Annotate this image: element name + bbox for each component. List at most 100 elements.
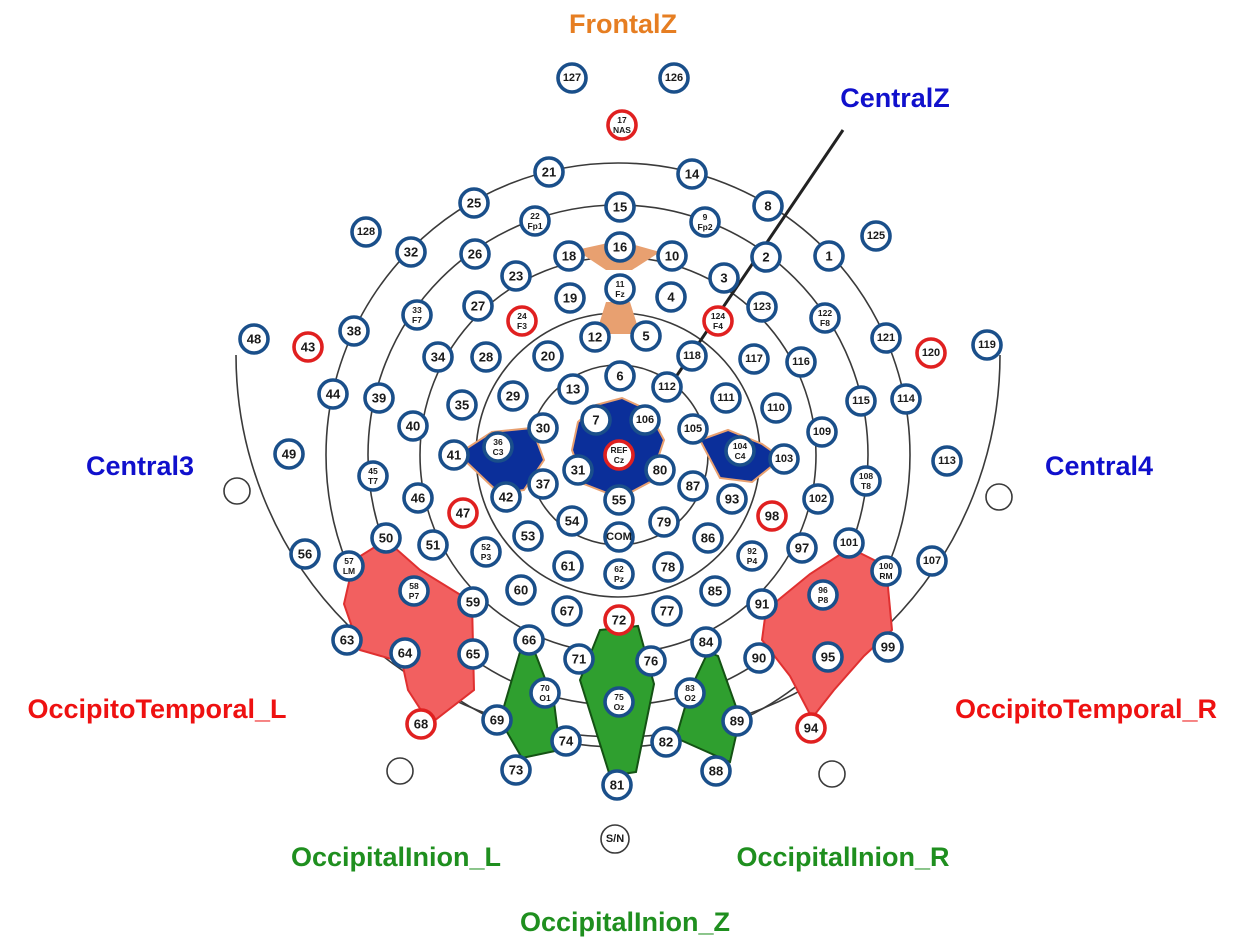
- electrode-118: 118: [676, 340, 708, 372]
- electrode-circle: [809, 302, 841, 334]
- electrode-110: 110: [760, 392, 792, 424]
- electrode-circle: [500, 754, 532, 786]
- electrode-site-label: Fz: [615, 289, 624, 299]
- electrode-number: 68: [414, 717, 428, 732]
- electrode-number: 99: [881, 640, 895, 655]
- electrode-circle: [890, 383, 922, 415]
- electrode-95: 95: [812, 641, 844, 673]
- electrode-35: 35: [446, 389, 478, 421]
- electrode-circle: [527, 468, 559, 500]
- electrode-number: 72: [612, 613, 626, 628]
- electrode-number: 53: [521, 529, 535, 544]
- electrode-site-label: Cz: [614, 455, 624, 465]
- electrode-circle: [357, 460, 389, 492]
- electrode-circle: [438, 439, 470, 471]
- electrode-98: 98: [756, 500, 788, 532]
- electrode-12: 12: [579, 321, 611, 353]
- electrode-circle: [506, 305, 538, 337]
- electrode-number: 109: [813, 426, 831, 438]
- electrode-number: 104: [733, 441, 747, 451]
- electrode-circle: [689, 206, 721, 238]
- electrode-number: 120: [922, 347, 940, 359]
- electrode-number: 8: [764, 199, 771, 214]
- electrode-circle: [459, 238, 491, 270]
- electrode-site-label: Oz: [614, 702, 625, 712]
- electrode-circle: [350, 216, 382, 248]
- electrode-circle: [338, 315, 370, 347]
- electrode-circle: [870, 322, 902, 354]
- outline-marker-left: [223, 477, 251, 505]
- electrode-number: 27: [471, 299, 485, 314]
- electrode-circle: [656, 240, 688, 272]
- electrode-number: 59: [466, 595, 480, 610]
- electrode-number: 45: [368, 466, 378, 476]
- label-occipitotemporal-r: OccipitoTemporal_R: [955, 694, 1217, 724]
- electrode-circle: [532, 340, 564, 372]
- electrode-13: 13: [557, 373, 589, 405]
- electrode-circle: [971, 329, 1003, 361]
- electrode-67: 67: [551, 595, 583, 627]
- electrode-circle: [553, 240, 585, 272]
- electrode-circle: [635, 645, 667, 677]
- electrode-76: 76: [635, 645, 667, 677]
- electrode-site-label: P3: [481, 552, 492, 562]
- electrode-number: 98: [765, 509, 779, 524]
- electrode-circle: [370, 522, 402, 554]
- electrode-number: 48: [247, 332, 261, 347]
- electrode-circle: [724, 435, 756, 467]
- electrode-circle: [648, 506, 680, 538]
- electrode-94: 94: [795, 712, 827, 744]
- electrode-circle: [702, 305, 734, 337]
- electrode-site-label: Pz: [614, 574, 624, 584]
- electrode-number: 1: [825, 249, 832, 264]
- electrode-circle: [603, 484, 635, 516]
- electrode-circle: [563, 643, 595, 675]
- electrode-number: 9: [703, 212, 708, 222]
- electrode-115: 115: [845, 385, 877, 417]
- electrode-circle: [802, 483, 834, 515]
- electrode-site-label: O2: [684, 693, 696, 703]
- electrode-10: 10: [656, 240, 688, 272]
- electrode-site-label: LM: [343, 566, 355, 576]
- electrode-number: 65: [466, 647, 480, 662]
- electrode-number: 46: [411, 491, 425, 506]
- electrode-circle: [551, 595, 583, 627]
- electrode-circle: [806, 416, 838, 448]
- electrode-circle: [768, 443, 800, 475]
- electrode-circle: [470, 536, 502, 568]
- electrode-number: 33: [412, 305, 422, 315]
- electrode-37: 37: [527, 468, 559, 500]
- electrode-7: 7: [580, 404, 612, 436]
- electrode-circle: [292, 331, 324, 363]
- electrode-86: 86: [692, 522, 724, 554]
- electrode-circle: [915, 337, 947, 369]
- electrode-number: 114: [897, 393, 916, 405]
- electrode-circle: [604, 231, 636, 263]
- electrode-number: 25: [467, 196, 481, 211]
- electrode-90: 90: [743, 642, 775, 674]
- electrode-31: 31: [562, 454, 594, 486]
- electrode-circle: [238, 323, 270, 355]
- electrode-circle: [398, 575, 430, 607]
- electrode-23: 23: [500, 260, 532, 292]
- electrode-circle: [417, 529, 449, 561]
- electrode-number: 111: [717, 392, 734, 404]
- electrode-21: 21: [533, 156, 565, 188]
- electrode-number: 112: [658, 381, 676, 393]
- electrode-number: 56: [298, 547, 312, 562]
- electrode-number: 6: [616, 369, 623, 384]
- electrode-circle: [700, 755, 732, 787]
- electrode-80: 80: [644, 454, 676, 486]
- electrode-number: 107: [923, 555, 941, 567]
- electrode-18: 18: [553, 240, 585, 272]
- electrode-number: 117: [745, 353, 763, 365]
- electrode-84: 84: [690, 626, 722, 658]
- electrode-circle: [746, 588, 778, 620]
- electrode-number: 40: [406, 419, 420, 434]
- electrode-50: 50: [370, 522, 402, 554]
- electrode-circle: [317, 378, 349, 410]
